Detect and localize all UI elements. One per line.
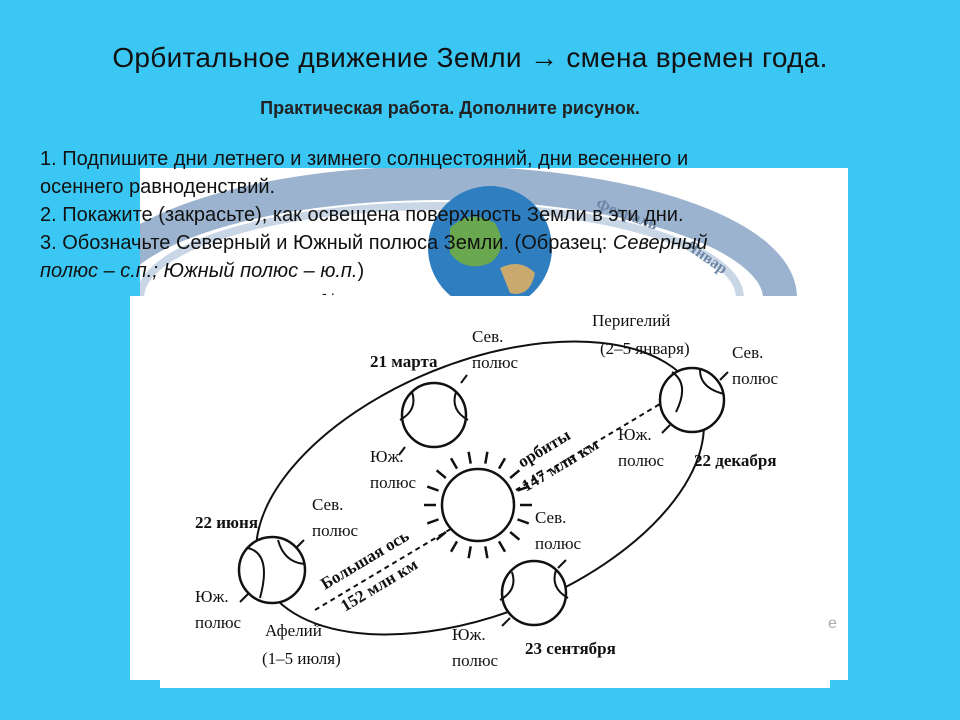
sun-ray bbox=[517, 485, 530, 492]
label-pole-north-june: полюс bbox=[312, 521, 359, 540]
sun-ray bbox=[517, 518, 530, 525]
sun-ray bbox=[426, 485, 439, 492]
sun-ray bbox=[509, 531, 521, 541]
svg-text:Январ: Январ bbox=[683, 237, 731, 278]
background-calendar-image: Февраль Январ bbox=[140, 168, 848, 298]
sun-ray bbox=[467, 546, 472, 559]
label-pole-north-march: полюс bbox=[472, 353, 519, 372]
instruction-line-4-text: 3. Обозначьте Северный и Южный полюса Зе… bbox=[40, 232, 613, 254]
slide-title: Орбитальное движение Земли → смена време… bbox=[112, 42, 828, 73]
earth-june-icon bbox=[237, 535, 307, 605]
label-pole-north-december: полюс bbox=[732, 369, 779, 388]
label-pole-north-september: полюс bbox=[535, 534, 582, 553]
sun-ray bbox=[467, 451, 472, 464]
sun-ray bbox=[484, 546, 489, 559]
label-pole-south-december: полюс bbox=[618, 451, 665, 470]
instruction-close-paren: ) bbox=[357, 260, 365, 282]
major-axis-line bbox=[314, 397, 671, 611]
instruction-line-4: 3. Обозначьте Северный и Южный полюса Зе… bbox=[40, 229, 860, 257]
calendar-wheel-graphic: Февраль Январ bbox=[140, 168, 797, 298]
sun-ray bbox=[449, 540, 459, 553]
label-south-september: Юж. bbox=[452, 625, 486, 644]
globe-land bbox=[450, 216, 502, 267]
slide-subtitle: Практическая работа. Дополните рисунок. bbox=[260, 98, 640, 118]
sun-ray bbox=[484, 451, 489, 464]
sun-ray bbox=[449, 457, 459, 470]
label-south-december: Юж. bbox=[618, 425, 652, 444]
bg-letter: Ф bbox=[594, 196, 613, 217]
label-north-december: Сев. bbox=[732, 343, 763, 362]
instruction-example-poles: полюс – с.п.; Южный полюс – ю.п. bbox=[40, 260, 358, 282]
label-aphelion: Афелий bbox=[265, 621, 322, 640]
sun-ray bbox=[426, 518, 439, 525]
instruction-line-1: 1. Подпишите дни летнего и зимнего солнц… bbox=[40, 148, 689, 170]
label-north-june: Сев. bbox=[312, 495, 343, 514]
instruction-line-2: осеннего равноденствий. bbox=[40, 176, 276, 198]
globe-land-2 bbox=[500, 264, 535, 294]
sun-ray bbox=[435, 469, 447, 479]
label-south-march: Юж. bbox=[370, 447, 404, 466]
label-december: 22 декабря bbox=[694, 451, 777, 470]
label-september: 23 сентября bbox=[525, 639, 616, 658]
label-pole-south-june: полюс bbox=[195, 613, 242, 632]
label-aphelion-date: (1–5 июля) bbox=[262, 649, 341, 668]
label-perihelion-date: (2–5 января) bbox=[600, 339, 690, 358]
svg-text:Февраль: Февраль bbox=[594, 196, 660, 234]
svg-text:- ·: - · bbox=[322, 285, 335, 301]
sun-ray bbox=[497, 457, 507, 470]
sun-ray bbox=[435, 531, 447, 541]
earth-december-icon bbox=[658, 366, 729, 434]
instruction-line-5: полюс – с.п.; Южный полюс – ю.п.) bbox=[40, 257, 860, 285]
instruction-line-3: 2. Покажите (закрасьте), как освещена по… bbox=[40, 204, 684, 226]
watermark: е bbox=[828, 615, 837, 632]
label-south-june: Юж. bbox=[195, 587, 229, 606]
instructions: 1. Подпишите дни летнего и зимнего солнц… bbox=[40, 145, 860, 285]
label-june: 22 июня bbox=[195, 513, 258, 532]
sun-ray bbox=[509, 469, 521, 479]
label-pole-south-march: полюс bbox=[370, 473, 417, 492]
label-north-march: Сев. bbox=[472, 327, 503, 346]
instruction-example-north: Северный bbox=[612, 232, 708, 254]
label-pole-south-september: полюс bbox=[452, 651, 499, 670]
earth-september-icon bbox=[499, 559, 569, 627]
label-north-september: Сев. bbox=[535, 508, 566, 527]
label-march: 21 марта bbox=[370, 352, 438, 371]
calendar-ring bbox=[140, 168, 797, 298]
calendar-ring-inner bbox=[140, 202, 744, 298]
sun-ray bbox=[497, 540, 507, 553]
sun-icon bbox=[424, 451, 532, 559]
label-perihelion: Перигелий bbox=[592, 311, 670, 330]
earth-march-icon bbox=[398, 374, 469, 456]
